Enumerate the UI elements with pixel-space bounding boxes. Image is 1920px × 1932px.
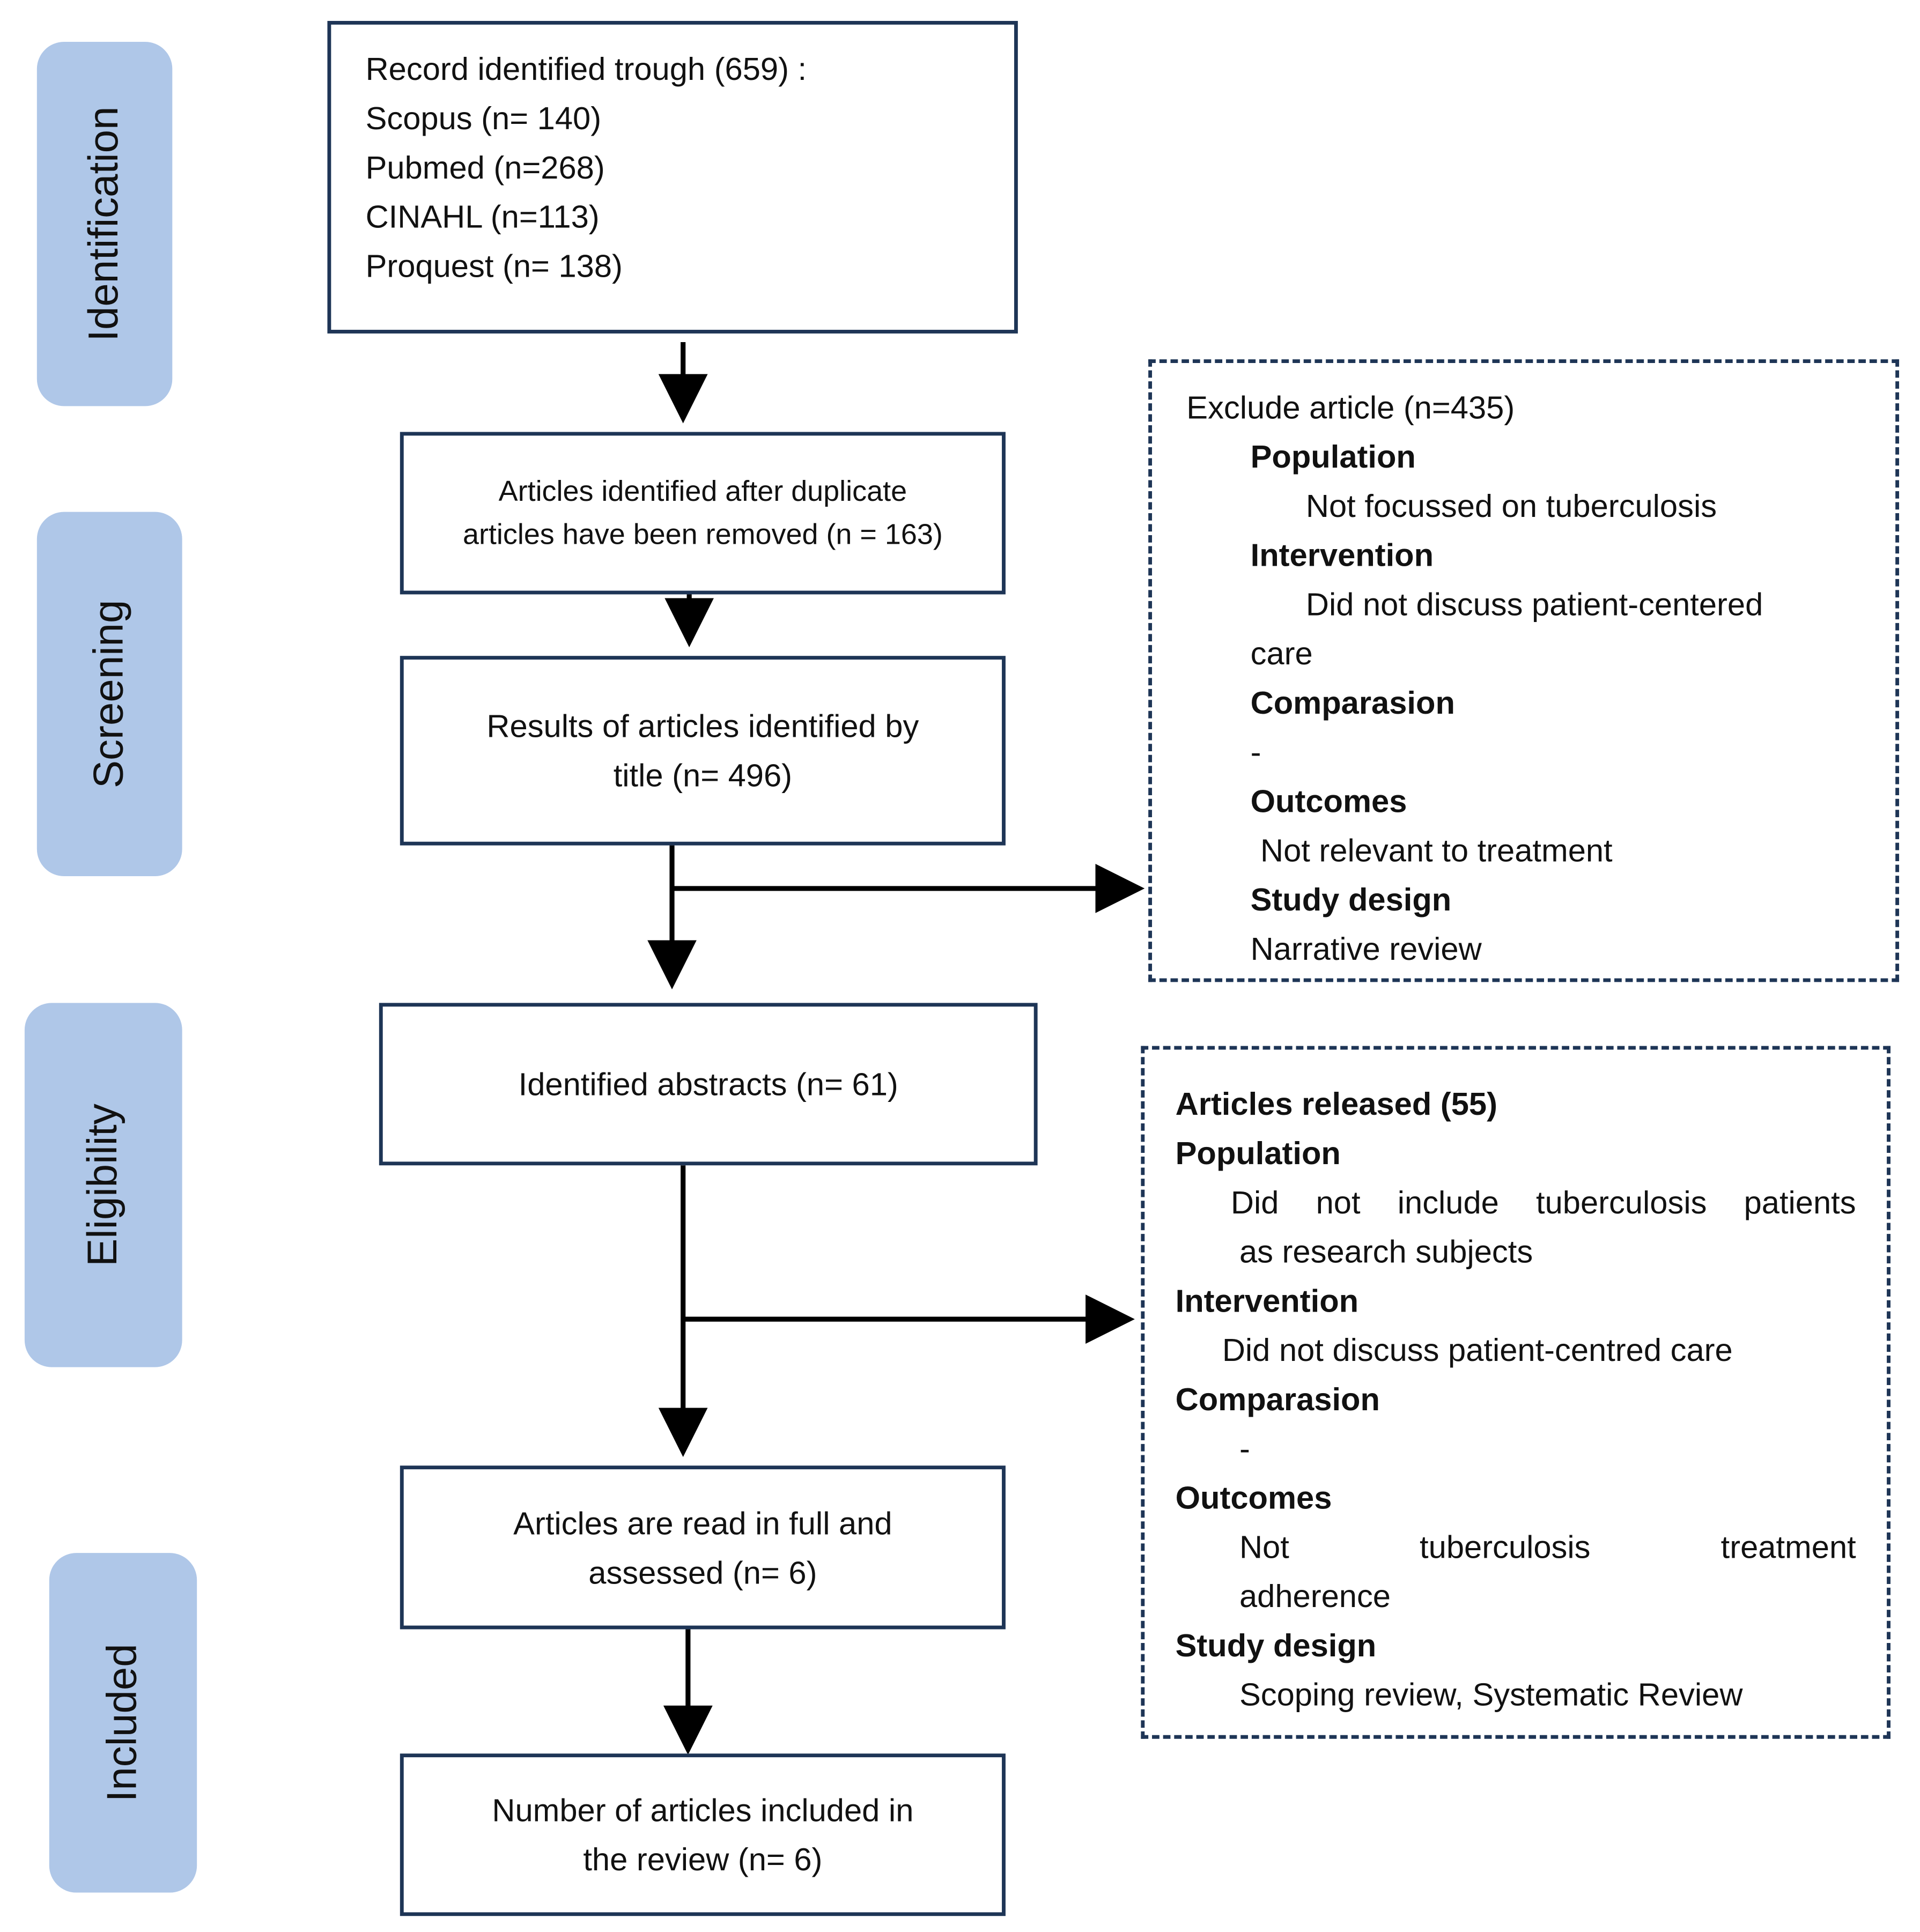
exclusion-2-intervention-heading: Intervention [1175,1282,1359,1320]
word: tuberculosis [1420,1528,1591,1566]
duplicates-line-1: Articles identified after duplicate [498,475,907,507]
source-proquest: Proquest (n= 138) [365,247,623,285]
exclusion-1-intervention-heading: Intervention [1250,536,1434,574]
full-text-line-2: assessed (n= 6) [588,1553,817,1591]
exclusion-2-population-text-2: as research subjects [1239,1233,1533,1270]
source-pubmed: Pubmed (n=268) [365,149,605,186]
exclusion-2-outcomes-text-2: adherence [1239,1578,1391,1615]
included-line-1: Number of articles included in [492,1792,914,1829]
word: patients [1744,1183,1856,1221]
phase-identification: Identification [36,42,173,406]
source-scopus: Scopus (n= 140) [365,99,602,137]
phase-screening: Screening [36,512,182,876]
exclusion-box-abstract-screening: Articles released (55) Population Did no… [1141,1046,1891,1739]
full-text-line-1: Articles are read in full and [513,1504,892,1542]
exclusion-1-outcomes-heading: Outcomes [1250,782,1407,820]
word: treatment [1720,1528,1856,1566]
title-screen-line-2: title (n= 496) [613,757,793,794]
word: not [1316,1183,1361,1221]
abstracts-line: Identified abstracts (n= 61) [518,1065,898,1103]
exclusion-2-population-text-1: Did not include tuberculosis patients [1231,1178,1856,1227]
exclusion-2-design-heading: Study design [1175,1626,1377,1664]
exclusion-2-design-text: Scoping review, Systematic Review [1239,1676,1743,1713]
exclusion-1-intervention-text-2: care [1250,635,1313,672]
exclusion-1-comparison-text: - [1250,733,1261,771]
included-line-2: the review (n= 6) [583,1841,823,1878]
exclusion-1-population-heading: Population [1250,438,1416,475]
exclusion-2-outcomes-text-1: Not tuberculosis treatment [1239,1522,1856,1572]
exclusion-1-design-text: Narrative review [1250,930,1482,967]
word: tuberculosis [1536,1183,1707,1221]
word: Did [1230,1183,1279,1221]
word: include [1397,1183,1499,1221]
exclusion-2-comparison-text: - [1239,1430,1250,1467]
records-title: Record identified trough (659) : [365,50,807,87]
duplicates-removed-box: Articles identified after duplicate arti… [400,432,1006,595]
exclusion-2-title: Articles released (55) [1175,1085,1497,1122]
exclusion-2-comparison-heading: Comparasion [1175,1380,1380,1418]
exclusion-2-outcomes-heading: Outcomes [1175,1479,1332,1516]
included-review-box: Number of articles included in the revie… [400,1753,1006,1916]
exclusion-1-population-text: Not focussed on tuberculosis [1305,487,1717,524]
duplicates-line-2: articles have been removed (n = 163) [462,518,943,550]
title-screening-box: Results of articles identified by title … [400,656,1006,846]
word: Not [1239,1528,1289,1566]
exclusion-1-title: Exclude article (n=435) [1186,389,1515,426]
exclusion-1-intervention-text-1: Did not discuss patient-centered [1305,586,1763,623]
source-cinahl: CINAHL (n=113) [365,198,600,235]
phase-included: Included [49,1553,197,1893]
phase-eligibility: Eligibility [24,1003,182,1367]
exclusion-1-design-heading: Study design [1250,881,1452,918]
exclusion-1-outcomes-text: Not relevant to treatment [1260,832,1613,869]
full-text-box: Articles are read in full and assessed (… [400,1465,1006,1630]
exclusion-box-title-screening: Exclude article (n=435) Population Not f… [1148,359,1900,982]
records-identified-box: Record identified trough (659) : Scopus … [327,21,1018,334]
exclusion-2-population-heading: Population [1175,1134,1341,1172]
title-screen-line-1: Results of articles identified by [486,707,919,745]
exclusion-1-comparison-heading: Comparasion [1250,684,1455,721]
abstracts-box: Identified abstracts (n= 61) [379,1003,1038,1166]
exclusion-2-intervention-text: Did not discuss patient-centred care [1222,1331,1733,1368]
